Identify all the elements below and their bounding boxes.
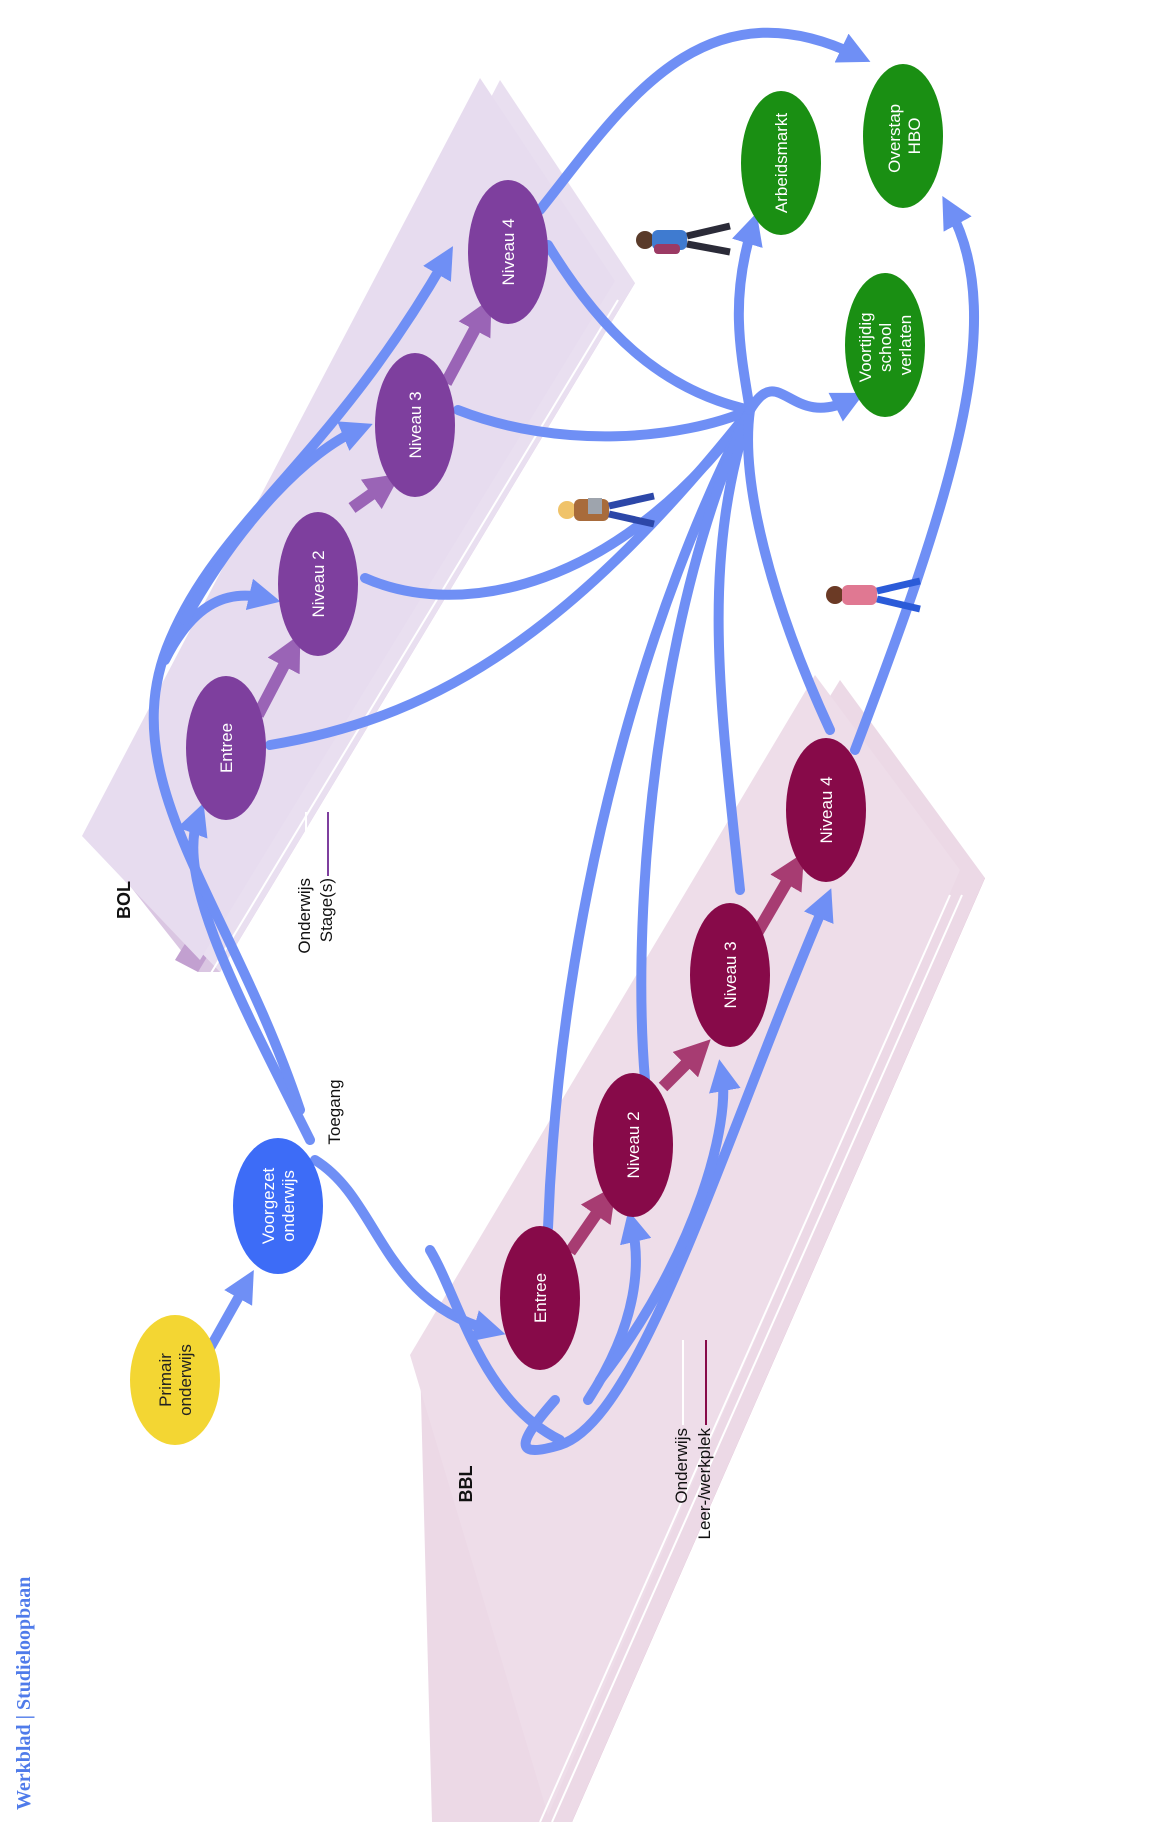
- node-bbl-entree: Entree: [500, 1226, 580, 1370]
- toegang-label: Toegang: [325, 1079, 344, 1144]
- student-walking-icon: [558, 492, 655, 528]
- node-voorgezet-onderwijs-label: Voorgezetonderwijs: [259, 1167, 298, 1244]
- node-arbeidsmarkt: Arbeidsmarkt: [741, 91, 821, 235]
- bbl-platform: [410, 675, 985, 1822]
- node-voortijdig-line: Voortijdig: [856, 312, 875, 382]
- bbl-label: BBL: [456, 1466, 476, 1503]
- bol-legend: Onderwijs Stage(s): [295, 812, 336, 954]
- node-bbl-niveau-2: Niveau 2: [593, 1073, 673, 1217]
- node-bol-niveau-2: Niveau 2: [278, 512, 358, 656]
- bbl-legend-werkplek: Leer-/werkplek: [695, 1428, 714, 1540]
- node-overstap-hbo-line: Overstap: [885, 104, 904, 173]
- bol-label: BOL: [114, 881, 134, 919]
- node-primair-onderwijs-label: Primaironderwijs: [156, 1344, 195, 1416]
- node-overstap-hbo-line: HBO: [905, 118, 924, 155]
- bol-legend-stage: Stage(s): [317, 878, 336, 942]
- page-title: Werkblad | Studieloopbaan: [13, 1577, 35, 1810]
- node-label-line: Voorgezet: [259, 1167, 278, 1244]
- student-walking-icon: [826, 577, 921, 613]
- node-voortijdig-label: Voortijdig school verlaten: [856, 308, 915, 383]
- node-bol-niveau-3: Niveau 3: [375, 353, 455, 497]
- bol-progress-arrows: [252, 298, 492, 718]
- node-label-line: Primair: [156, 1353, 175, 1407]
- bbl-progress-arrows: [565, 852, 805, 1256]
- node-voortijdig-line: verlaten: [896, 315, 915, 375]
- flow-lines: [148, 27, 980, 1455]
- node-voortijdig-school-verlaten: Voortijdig school verlaten: [845, 273, 925, 417]
- node-arbeidsmarkt-label: Arbeidsmarkt: [772, 113, 791, 213]
- node-bbl-niveau-4: Niveau 4: [786, 738, 866, 882]
- bbl-legend-onderwijs: Onderwijs: [672, 1428, 691, 1504]
- node-overstap-hbo-label: Overstap HBO: [885, 99, 924, 173]
- node-label-line: onderwijs: [176, 1344, 195, 1416]
- node-bbl-niveau-3: Niveau 3: [690, 903, 770, 1047]
- node-bbl-niveau-3-label: Niveau 3: [721, 941, 740, 1008]
- node-voortijdig-line: school: [876, 323, 895, 372]
- node-label-line: onderwijs: [279, 1170, 298, 1242]
- node-bol-niveau-4: Niveau 4: [468, 180, 548, 324]
- node-primair-onderwijs: Primaironderwijs: [130, 1315, 220, 1445]
- node-bbl-entree-label: Entree: [531, 1273, 550, 1323]
- node-voorgezet-onderwijs: Voorgezetonderwijs: [233, 1138, 323, 1274]
- node-bol-entree: Entree: [186, 676, 266, 820]
- node-bbl-niveau-4-label: Niveau 4: [817, 776, 836, 843]
- student-walking-icon: [636, 222, 731, 256]
- bol-legend-onderwijs: Onderwijs: [295, 878, 314, 954]
- node-bol-niveau-3-label: Niveau 3: [406, 391, 425, 458]
- bol-platform: [82, 78, 635, 984]
- node-overstap-hbo: Overstap HBO: [863, 64, 943, 208]
- node-bol-entree-label: Entree: [217, 723, 236, 773]
- node-bol-niveau-4-label: Niveau 4: [499, 218, 518, 285]
- node-bol-niveau-2-label: Niveau 2: [309, 550, 328, 617]
- bbl-legend: Onderwijs Leer-/werkplek: [672, 1340, 714, 1540]
- node-bbl-niveau-2-label: Niveau 2: [624, 1111, 643, 1178]
